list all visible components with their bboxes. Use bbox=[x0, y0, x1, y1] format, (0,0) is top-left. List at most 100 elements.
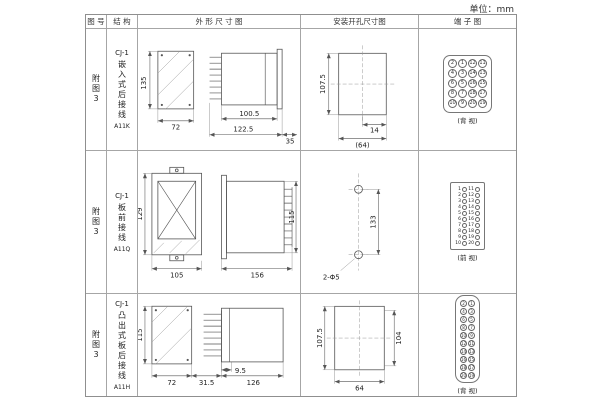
terminal-circle: 17 bbox=[478, 89, 487, 98]
structure-desc: 板前接线 bbox=[117, 202, 127, 243]
terminal-circle: 18 bbox=[460, 363, 467, 371]
terminal-number: 4 bbox=[458, 204, 461, 210]
header-structure: 结 构 bbox=[107, 15, 138, 29]
terminal-number: 14 bbox=[468, 204, 474, 210]
terminal-caption: (背 视) bbox=[457, 387, 478, 395]
terminal-circle bbox=[462, 204, 467, 210]
terminal-circle: 17 bbox=[468, 363, 475, 371]
dim-label: 64 bbox=[355, 385, 364, 393]
install-cell-row2: 133 2-Φ5 bbox=[301, 151, 419, 294]
terminal-number: 9 bbox=[458, 234, 461, 240]
type-code: A11K bbox=[114, 123, 130, 130]
terminal-circle: 8 bbox=[448, 89, 457, 98]
model-label: CJ-1 bbox=[115, 49, 129, 57]
terminal-circle: 5 bbox=[458, 79, 467, 88]
terminal-circle: 3 bbox=[468, 307, 475, 315]
terminal-circle bbox=[462, 186, 467, 192]
terminal-circle: 11 bbox=[468, 339, 475, 347]
terminal-circle: 1 bbox=[458, 59, 467, 68]
outline-drawing-row3: 115 72 31.5 9.5 126 bbox=[138, 305, 284, 387]
header-terminal-diagram: 端 子 图 bbox=[419, 15, 516, 29]
spec-table: 图 号 结 构 外 形 尺 寸 图 安装开孔尺寸图 端 子 图 附图3 CJ-1… bbox=[85, 14, 517, 397]
terminal-number: 17 bbox=[468, 222, 474, 228]
terminal-circle bbox=[462, 216, 467, 222]
install-cell-row3: 107.5 104 64 bbox=[301, 294, 419, 396]
terminal-circle: 4 bbox=[448, 69, 457, 78]
model-label: CJ-1 bbox=[115, 191, 129, 200]
header-outline-dims: 外 形 尺 寸 图 bbox=[138, 15, 301, 29]
terminal-number: 7 bbox=[458, 222, 461, 228]
dim-label: 107.5 bbox=[319, 74, 327, 94]
terminal-circle bbox=[462, 192, 467, 198]
terminal-circle: 9 bbox=[458, 99, 467, 108]
terminal-circle: 8 bbox=[460, 323, 467, 331]
dim-label: 31.5 bbox=[199, 379, 214, 387]
terminal-circle: 1 bbox=[468, 299, 475, 307]
terminal-circle: 2 bbox=[460, 299, 467, 307]
terminal-circle: 5 bbox=[468, 315, 475, 323]
dim-label: 126 bbox=[247, 379, 260, 387]
terminal-circle: 6 bbox=[448, 79, 457, 88]
terminal-circle: 12 bbox=[468, 59, 477, 68]
terminal-circle: 19 bbox=[478, 99, 487, 108]
terminal-number: 13 bbox=[468, 198, 474, 204]
dim-label: (64) bbox=[355, 141, 370, 149]
terminal-caption: (背 视) bbox=[457, 116, 478, 125]
terminal-circle bbox=[462, 228, 467, 234]
terminal-circle bbox=[475, 222, 480, 228]
terminal-circle bbox=[462, 198, 467, 204]
outline-drawing-row2: 129 105 156 115 bbox=[138, 166, 299, 279]
structure-desc: 凸出式板后接线 bbox=[117, 310, 127, 381]
dim-label: 72 bbox=[171, 123, 180, 131]
terminal-circle: 3 bbox=[458, 69, 467, 78]
terminal-circle bbox=[475, 216, 480, 222]
fig-cell-row3: 附图3 bbox=[86, 294, 107, 396]
terminal-circle: 7 bbox=[468, 323, 475, 331]
terminal-circle: 13 bbox=[478, 69, 487, 78]
terminal-circle bbox=[475, 198, 480, 204]
terminal-row: 7 17 bbox=[455, 222, 480, 228]
structure-cell-row3: CJ-1 凸出式板后接线 A11H bbox=[107, 294, 138, 396]
terminal-number: 18 bbox=[468, 228, 474, 234]
fig-label: 附图3 bbox=[91, 206, 101, 238]
terminal-number: 20 bbox=[468, 240, 474, 246]
terminal-circle bbox=[462, 234, 467, 240]
structure-cell-row2: CJ-1 板前接线 A11Q bbox=[107, 151, 138, 294]
terminal-circle: 11 bbox=[478, 59, 487, 68]
terminal-circle: 14 bbox=[460, 347, 467, 355]
terminal-circle: 19 bbox=[468, 371, 475, 379]
dim-label: 14 bbox=[370, 126, 379, 134]
dim-label: 122.5 bbox=[233, 125, 253, 133]
terminal-circle: 13 bbox=[468, 347, 475, 355]
install-drawing-row1: 107.5 14 (64) bbox=[319, 44, 395, 149]
model-label: CJ-1 bbox=[115, 299, 129, 308]
terminal-number: 5 bbox=[458, 210, 461, 216]
dim-label: 129 bbox=[138, 207, 144, 220]
terminal-circle bbox=[475, 186, 480, 192]
outline-cell-row3: 115 72 31.5 9.5 126 bbox=[138, 294, 301, 396]
terminal-circle: 15 bbox=[468, 355, 475, 363]
header-install-holes: 安装开孔尺寸图 bbox=[301, 15, 419, 29]
dim-label: 133 bbox=[369, 215, 377, 228]
outline-cell-row2: 129 105 156 115 bbox=[138, 151, 301, 294]
